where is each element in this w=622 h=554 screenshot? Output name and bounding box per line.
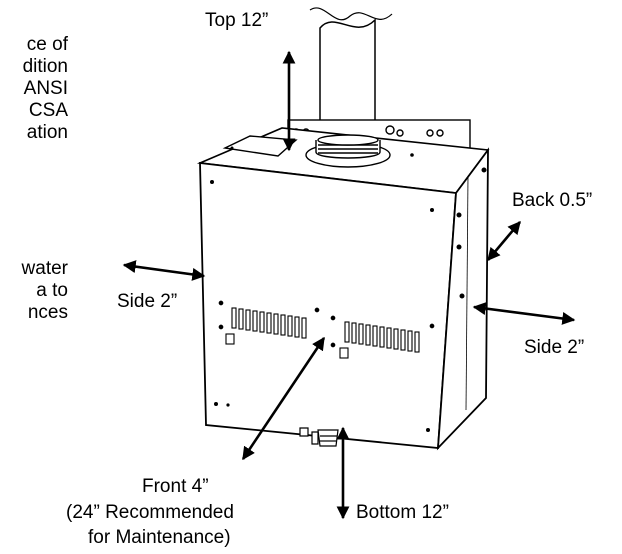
- front-screws: [210, 180, 434, 432]
- cabinet-side: [436, 147, 489, 451]
- left-text-line: a to: [36, 280, 68, 301]
- left-text-line: CSA: [28, 100, 68, 121]
- top-access-plate: [222, 135, 298, 157]
- arrow-front: [241, 336, 326, 461]
- label-front-note-2: for Maintenance): [88, 527, 231, 548]
- louver-right: [330, 315, 435, 359]
- left-text-line: ation: [26, 122, 68, 143]
- left-text-block-2: water a to nces: [0, 258, 68, 324]
- arrow-back: [487, 221, 521, 261]
- left-text-line: water: [21, 258, 68, 279]
- vent-pipe: [309, 7, 393, 141]
- clearance-arrows: [122, 50, 576, 520]
- arrow-side-left: [122, 260, 206, 281]
- flue-collar: [305, 134, 391, 168]
- label-side-left: Side 2”: [117, 291, 178, 312]
- label-side-right: Side 2”: [524, 337, 585, 358]
- left-text-line: dition: [22, 56, 68, 77]
- label-front: Front 4”: [142, 476, 209, 497]
- cabinet-front: [199, 161, 457, 449]
- side-details: [456, 167, 487, 411]
- left-text-line: ANSI: [23, 78, 68, 99]
- label-back: Back 0.5”: [512, 190, 593, 211]
- label-bottom: Bottom 12”: [356, 502, 449, 523]
- left-text-line: nces: [27, 302, 68, 323]
- left-text-block-1: ce of dition ANSI CSA ation: [0, 34, 68, 144]
- label-top: Top 12”: [205, 10, 269, 31]
- left-text-line: ce of: [26, 34, 68, 55]
- label-front-note-1: (24” Recommended: [66, 502, 234, 523]
- arrow-side-right: [472, 302, 576, 325]
- bottom-fittings: [299, 427, 339, 447]
